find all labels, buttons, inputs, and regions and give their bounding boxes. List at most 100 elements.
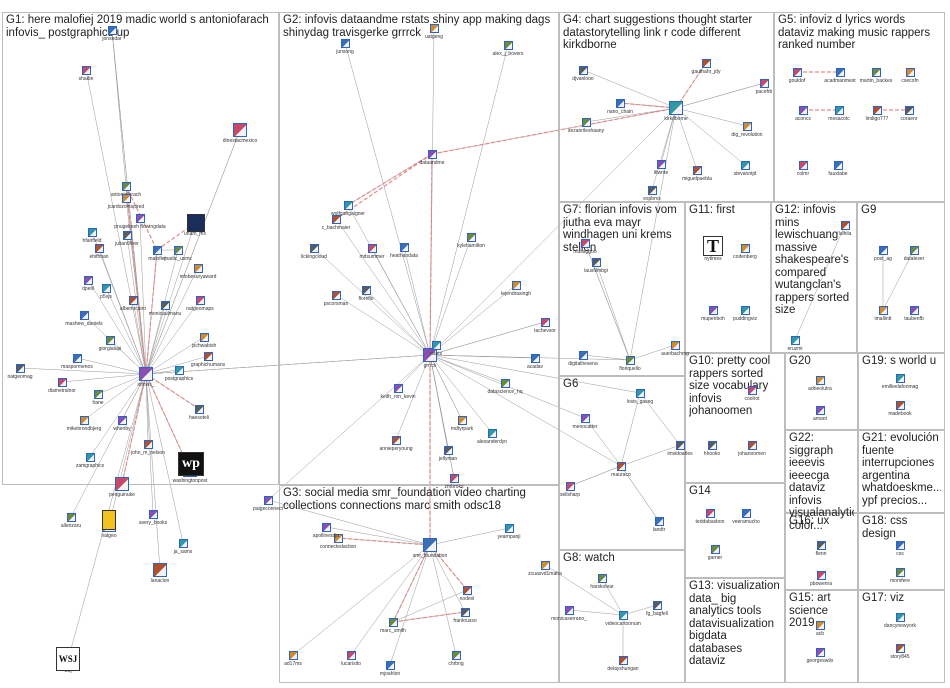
node-avatar (431, 340, 441, 350)
node-avatar (66, 512, 76, 522)
node-label: gouldof (788, 77, 806, 84)
edge (429, 153, 433, 356)
node-avatar (457, 415, 467, 425)
node-label: mdsummer (359, 253, 385, 260)
node-avatar (423, 348, 437, 362)
group-label: G10: pretty cool rappers sorted size voc… (689, 355, 771, 417)
node-label: julian0liver (115, 240, 139, 247)
node-avatar (815, 405, 825, 415)
edge (882, 249, 915, 311)
group-box-g13: G13: visualization data_ big analytics t… (685, 578, 785, 683)
node-avatar (128, 295, 138, 305)
edge (429, 321, 546, 356)
edge (19, 367, 147, 375)
node-avatar (423, 538, 437, 552)
node-label: dataleser (903, 255, 925, 262)
edge (267, 354, 431, 501)
node-label: djvanlooo (572, 75, 594, 82)
node-avatar (909, 245, 919, 255)
node-label: marc_smith (380, 627, 406, 634)
edge (111, 29, 127, 187)
node-label: dig_revolution (731, 131, 763, 138)
edge (620, 444, 681, 467)
node-avatar (451, 650, 461, 660)
group-label: G17: viz (862, 592, 905, 604)
group-label: G12: infovis mins lewischuang massive sh… (775, 204, 850, 316)
node-avatar (139, 367, 153, 381)
node-label: pscorsman (323, 300, 349, 307)
node-label: digitalhesena (568, 360, 598, 367)
node-label: harskolear (590, 583, 614, 590)
node-label: penguinuke (109, 492, 135, 498)
edge (429, 354, 493, 434)
node-avatar (385, 660, 395, 670)
node-avatar (669, 101, 683, 115)
node-label: colmr (796, 170, 810, 177)
node-label: acb (815, 630, 825, 637)
node-avatar (449, 473, 459, 483)
edge (675, 107, 748, 127)
node-avatar (815, 647, 825, 657)
edge (61, 373, 147, 383)
node-label: lucarisito (341, 660, 361, 667)
node-label: sellsharp (559, 491, 581, 498)
node-label: datascience_hq (487, 388, 523, 395)
node-label: mdtyrpark (450, 425, 474, 432)
edge (569, 465, 622, 487)
edge (145, 355, 209, 375)
node-avatar (740, 305, 750, 315)
node-avatar (578, 65, 588, 75)
node-label: p5vjs (100, 293, 112, 300)
node-avatar (152, 245, 162, 255)
node-label: heathandata (390, 252, 418, 259)
node-avatar (388, 617, 398, 627)
node-label: johanoomen (738, 450, 766, 457)
edge (620, 465, 660, 522)
node-avatar (195, 295, 205, 305)
group-label: G18: css design (862, 515, 908, 540)
edge (108, 373, 147, 526)
node-avatar (565, 481, 575, 491)
node-label: postgraphics (164, 375, 194, 382)
node-label: zamgraphics (75, 462, 105, 469)
node-avatar (530, 353, 540, 363)
node-label: acadav (526, 363, 544, 370)
group-box-g17: G17: viz (858, 590, 945, 683)
node-label: nytimes (704, 256, 722, 262)
edge (601, 577, 624, 616)
edge (313, 247, 431, 356)
node-avatar (85, 452, 95, 462)
edge (126, 234, 147, 375)
node-avatar (798, 105, 808, 115)
node-label: connectedaction (319, 543, 357, 550)
node-label: smr_foundation (412, 553, 448, 559)
node-avatar (833, 160, 843, 170)
node-avatar (597, 573, 607, 583)
edge (145, 222, 196, 375)
node-avatar (707, 440, 717, 450)
node-label: alexanderdyn (476, 438, 508, 445)
node-avatar (747, 385, 757, 395)
edge (145, 304, 166, 375)
edge (121, 373, 147, 485)
node-label: acadmanmest (824, 77, 856, 84)
group-label: G22: siggraph ieeevis ieeecga dataviz in… (789, 432, 854, 532)
node-label: lulhila (838, 230, 852, 237)
edge (429, 284, 517, 356)
node-label: amant (813, 415, 827, 422)
node-avatar (615, 98, 625, 108)
edge (350, 544, 431, 656)
edge (429, 527, 510, 546)
node-label: paigeconnect (253, 505, 283, 512)
node-avatar (692, 165, 702, 175)
node-avatar (701, 58, 711, 68)
edge (620, 392, 641, 467)
node-label: natgeo (101, 533, 117, 539)
group-box-g11: G11: first (685, 202, 771, 353)
node-label: imvidoarles (667, 450, 693, 457)
node-label: lickingcloud (301, 253, 327, 260)
node-avatar (101, 283, 111, 293)
node-avatar (331, 214, 341, 224)
group-label: G15: art science 2019 (789, 592, 831, 629)
node-avatar (115, 477, 129, 491)
